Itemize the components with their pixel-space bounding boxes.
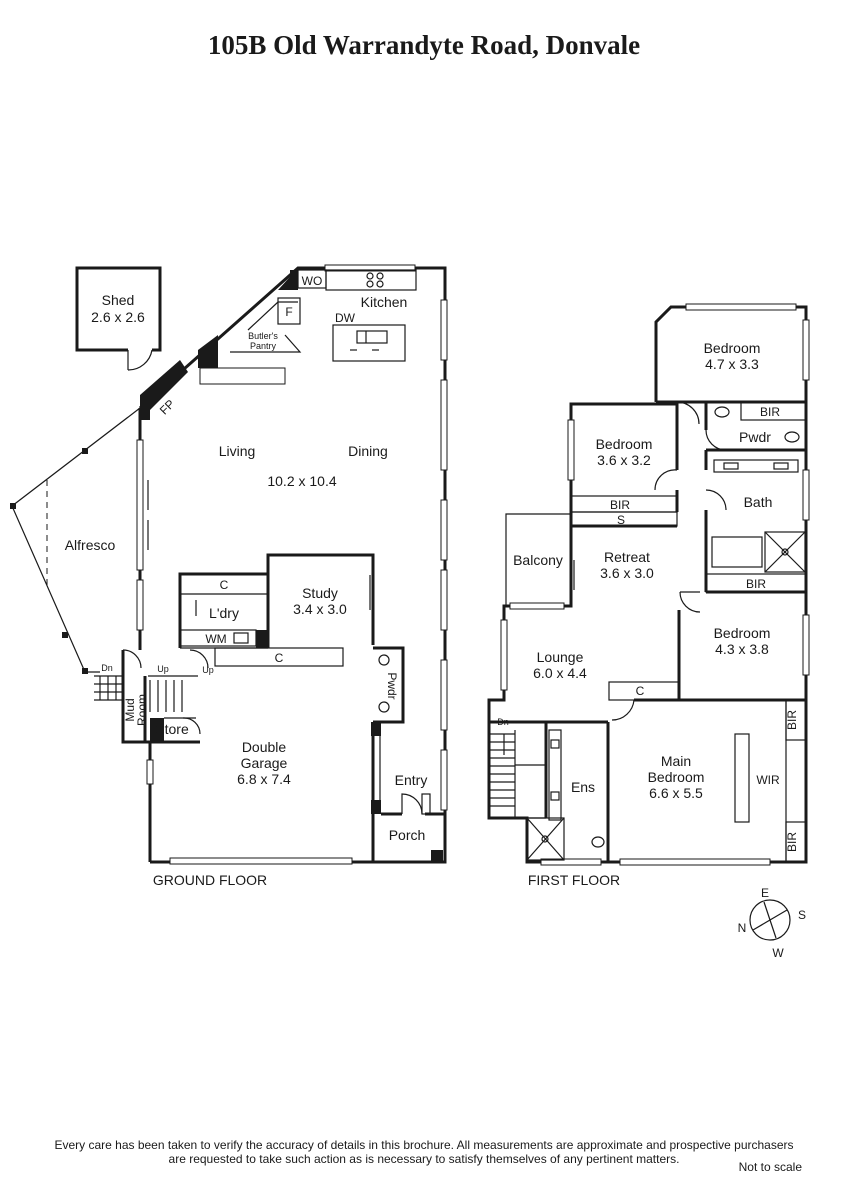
garage-line2: Garage bbox=[241, 755, 288, 771]
storage-label: S bbox=[617, 513, 625, 527]
laundry-label: L'dry bbox=[209, 605, 239, 621]
main-bedroom-line1: Main bbox=[661, 753, 691, 769]
bir-b-label: BIR bbox=[610, 498, 630, 512]
compass-south: S bbox=[798, 908, 806, 922]
lounge-cupboard-label: C bbox=[636, 684, 645, 698]
compass: E S W N bbox=[738, 886, 806, 960]
shed-dims: 2.6 x 2.6 bbox=[91, 309, 145, 325]
disclaimer: Every care has been taken to verify the … bbox=[0, 1138, 848, 1166]
washing-machine-label: WM bbox=[205, 632, 226, 646]
alfresco-label: Alfresco bbox=[65, 537, 116, 553]
lounge-label: Lounge bbox=[537, 649, 584, 665]
laundry-cupboard-label: C bbox=[220, 578, 229, 592]
scale-note: Not to scale bbox=[738, 1160, 802, 1174]
bedroom-a-label: Bedroom bbox=[704, 340, 761, 356]
store-label: Store bbox=[155, 721, 189, 737]
retreat-label: Retreat bbox=[604, 549, 650, 565]
bedroom-a-dims: 4.7 x 3.3 bbox=[705, 356, 759, 372]
dishwasher-label: DW bbox=[335, 311, 356, 325]
garage-line1: Double bbox=[242, 739, 287, 755]
first-floor-stairs: Dn bbox=[489, 717, 548, 819]
mud-room-line1: Mud bbox=[123, 698, 137, 721]
bedroom-c: Bedroom 4.3 x 3.8 bbox=[677, 590, 806, 700]
bedroom-b-dims: 3.6 x 3.2 bbox=[597, 452, 651, 468]
living-dining-dims: 10.2 x 10.4 bbox=[267, 473, 336, 489]
entry-porch: Entry Porch bbox=[371, 722, 445, 862]
ground-down-label: Dn bbox=[101, 663, 113, 673]
wir-label: WIR bbox=[756, 773, 780, 787]
bath-label: Bath bbox=[744, 494, 773, 510]
ensuite-label: Ens bbox=[571, 779, 595, 795]
bedroom-b-label: Bedroom bbox=[596, 436, 653, 452]
garage-cupboard-label: C bbox=[275, 651, 284, 665]
compass-north: N bbox=[738, 921, 747, 935]
first-floor-label: FIRST FLOOR bbox=[528, 872, 620, 888]
porch-label: Porch bbox=[389, 827, 426, 843]
first-powder-label: Pwdr bbox=[739, 429, 771, 445]
living-label: Living bbox=[219, 443, 256, 459]
kitchen-label: Kitchen bbox=[361, 294, 408, 310]
disclaimer-line1: Every care has been taken to verify the … bbox=[54, 1138, 794, 1152]
garage-dims: 6.8 x 7.4 bbox=[237, 771, 291, 787]
ensuite: Ens bbox=[526, 720, 610, 862]
wall-oven-label: WO bbox=[302, 274, 323, 288]
retreat-dims: 3.6 x 3.0 bbox=[600, 565, 654, 581]
ground-up-label-2: Up bbox=[202, 665, 214, 675]
compass-west: W bbox=[772, 946, 784, 960]
bir-c-label: BIR bbox=[746, 577, 766, 591]
double-garage: Double Garage 6.8 x 7.4 bbox=[146, 739, 291, 862]
fridge-label: F bbox=[285, 305, 292, 319]
laundry: C L'dry WM bbox=[178, 572, 268, 649]
ground-powder-label: Pwdr bbox=[385, 672, 399, 699]
alfresco: Alfresco bbox=[10, 407, 141, 674]
compass-east: E bbox=[761, 886, 769, 900]
bath-block: BIR Pwdr Bath BIR bbox=[704, 400, 807, 593]
study: Study 3.4 x 3.0 bbox=[266, 553, 375, 648]
ground-floor: Shed 2.6 x 2.6 Alfresco bbox=[10, 264, 448, 888]
lounge-dims: 6.0 x 4.4 bbox=[533, 665, 587, 681]
mud-room: Up Up Dn Mud Room Store bbox=[94, 649, 214, 744]
lounge: Lounge 6.0 x 4.4 C bbox=[533, 649, 806, 721]
study-dims: 3.4 x 3.0 bbox=[293, 601, 347, 617]
bedroom-c-dims: 4.3 x 3.8 bbox=[715, 641, 769, 657]
ground-up-label-1: Up bbox=[157, 664, 169, 674]
ground-powder: Pwdr bbox=[373, 646, 405, 724]
balcony: Balcony bbox=[505, 513, 575, 610]
bedroom-b: Bedroom 3.6 x 3.2 BIR S bbox=[570, 404, 679, 528]
shed: Shed 2.6 x 2.6 bbox=[75, 266, 162, 371]
ground-floor-label: GROUND FLOOR bbox=[153, 872, 267, 888]
butlers-pantry-line1: Butler's bbox=[248, 331, 278, 341]
page-title: 105B Old Warrandyte Road, Donvale bbox=[207, 30, 641, 60]
butlers-pantry-line2: Pantry bbox=[250, 341, 277, 351]
main-bedroom-dims: 6.6 x 5.5 bbox=[649, 785, 703, 801]
study-label: Study bbox=[302, 585, 338, 601]
bir-e-label: BIR bbox=[785, 832, 799, 852]
first-floor: Bedroom 4.7 x 3.3 BIR Pwdr Bath bbox=[487, 303, 810, 888]
bir-a-label: BIR bbox=[760, 405, 780, 419]
kitchen: WO Kitchen F DW Butler's Pantry bbox=[199, 269, 417, 385]
balcony-label: Balcony bbox=[513, 552, 563, 568]
bir-d-label: BIR bbox=[785, 710, 799, 730]
dining-label: Dining bbox=[348, 443, 388, 459]
main-bedroom-line2: Bedroom bbox=[648, 769, 705, 785]
disclaimer-line2: are requested to take such action as is … bbox=[168, 1152, 680, 1166]
bedroom-a: Bedroom 4.7 x 3.3 bbox=[676, 340, 761, 425]
shed-label: Shed bbox=[102, 292, 135, 308]
bedroom-c-label: Bedroom bbox=[714, 625, 771, 641]
entry-label: Entry bbox=[395, 772, 428, 788]
mud-room-line2: Room bbox=[135, 694, 149, 726]
main-bedroom: Main Bedroom 6.6 x 5.5 BIR WIR BIR bbox=[648, 699, 807, 863]
